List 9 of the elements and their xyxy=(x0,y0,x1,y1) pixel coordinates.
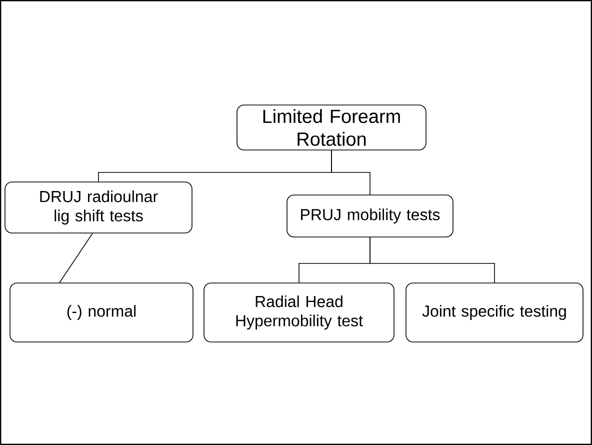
process-box: Joint specific testing xyxy=(406,282,584,342)
connector-line xyxy=(370,237,495,283)
process-box: (-) normal xyxy=(10,282,194,342)
process-box: Limited Forearm Rotation xyxy=(236,104,426,150)
process-box: DRUJ radioulnar lig shift tests xyxy=(4,182,192,234)
process-box: PRUJ mobility tests xyxy=(286,194,454,238)
process-box: Radial Head Hypermobility test xyxy=(204,282,394,342)
connector-line xyxy=(59,233,93,283)
connector-line xyxy=(331,150,370,195)
